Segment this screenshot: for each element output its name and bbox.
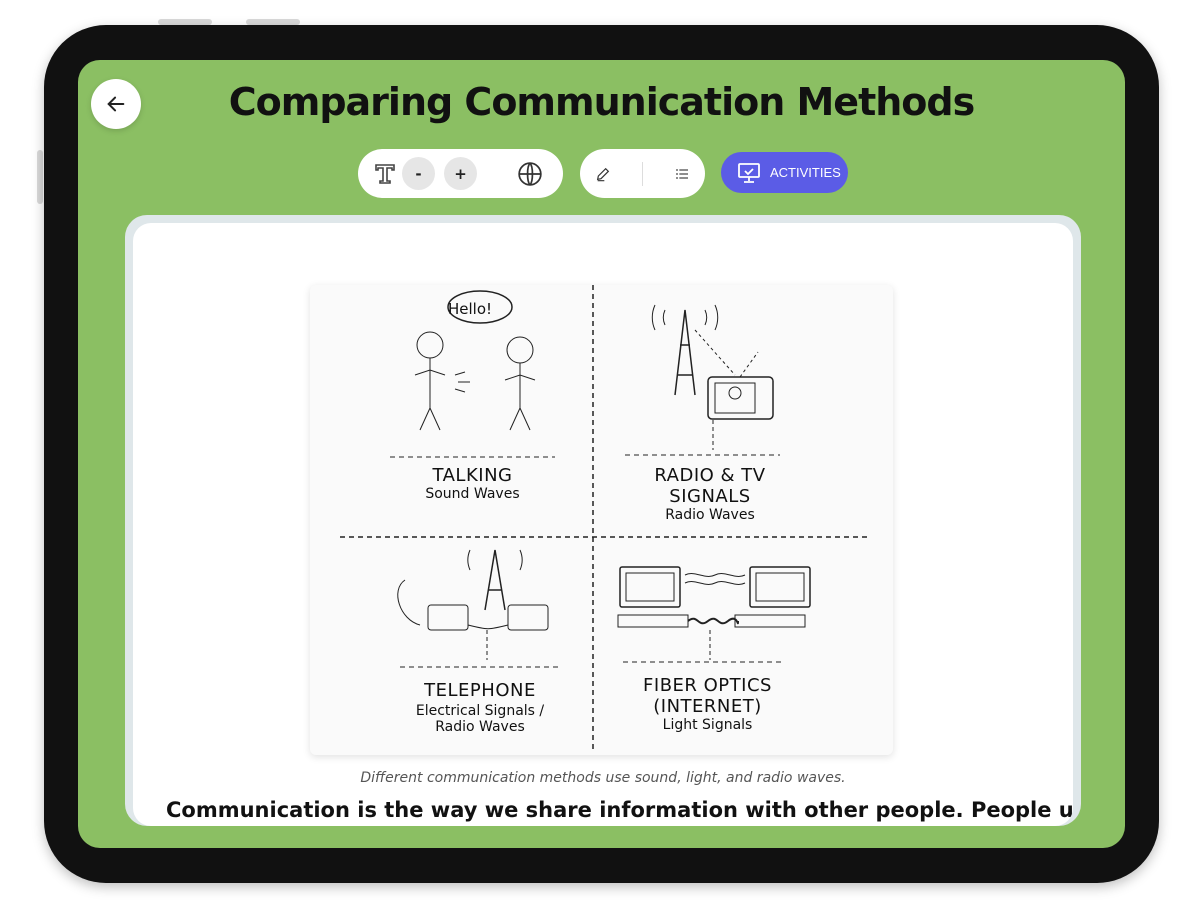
quadrant-title: FIBER OPTICS (INTERNET) — [643, 675, 772, 717]
speech-bubble: Hello! — [448, 300, 493, 318]
quadrant-telephone: TELEPHONE Electrical Signals / Radio Wav… — [400, 680, 560, 735]
communication-illustration: Hello! TALKING Sound Waves RADIO & TV SI… — [310, 285, 893, 755]
illustration-lines — [340, 285, 870, 750]
quadrant-radio-tv: RADIO & TV SIGNALS Radio Waves — [645, 465, 775, 523]
monitor-check-icon — [738, 162, 760, 183]
page-title: Comparing Communication Methods — [228, 80, 975, 124]
screen: Comparing Communication Methods - + ACTI… — [78, 60, 1125, 848]
quadrant-subtitle: Radio Waves — [665, 507, 755, 523]
back-button[interactable] — [91, 79, 141, 129]
quadrant-talking: TALKING Sound Waves — [390, 465, 555, 502]
pencil-icon[interactable] — [595, 166, 611, 182]
hardware-button — [37, 150, 43, 204]
text-tools: - + — [358, 149, 563, 198]
annotation-tools — [580, 149, 705, 198]
divider — [641, 161, 643, 186]
arrow-left-icon — [107, 96, 125, 112]
quadrant-subtitle: Electrical Signals / Radio Waves — [415, 703, 545, 735]
quadrant-fiber-optics: FIBER OPTICS (INTERNET) Light Signals — [635, 675, 780, 733]
figure-caption: Different communication methods use soun… — [360, 770, 846, 786]
quadrant-title: RADIO & TV SIGNALS — [654, 465, 766, 507]
activities-label: ACTIVITIES — [770, 165, 841, 180]
text-size-icon[interactable] — [373, 162, 397, 186]
list-icon[interactable] — [674, 166, 690, 182]
quadrant-title: TELEPHONE — [424, 680, 536, 701]
tablet-frame: Comparing Communication Methods - + ACTI… — [44, 25, 1159, 883]
decrease-text-button[interactable]: - — [402, 157, 435, 190]
quadrant-subtitle: Light Signals — [662, 717, 753, 733]
body-paragraph: Communication is the way we share inform… — [166, 798, 1073, 822]
content-scroll[interactable]: Hello! TALKING Sound Waves RADIO & TV SI… — [133, 223, 1073, 826]
quadrant-title: TALKING — [432, 465, 513, 486]
increase-text-button[interactable]: + — [444, 157, 477, 190]
hardware-button — [246, 19, 300, 25]
globe-icon[interactable] — [517, 161, 543, 187]
hardware-button — [158, 19, 212, 25]
quadrant-subtitle: Sound Waves — [425, 486, 520, 502]
content-card: Hello! TALKING Sound Waves RADIO & TV SI… — [125, 215, 1081, 826]
activities-button[interactable]: ACTIVITIES — [721, 152, 848, 193]
